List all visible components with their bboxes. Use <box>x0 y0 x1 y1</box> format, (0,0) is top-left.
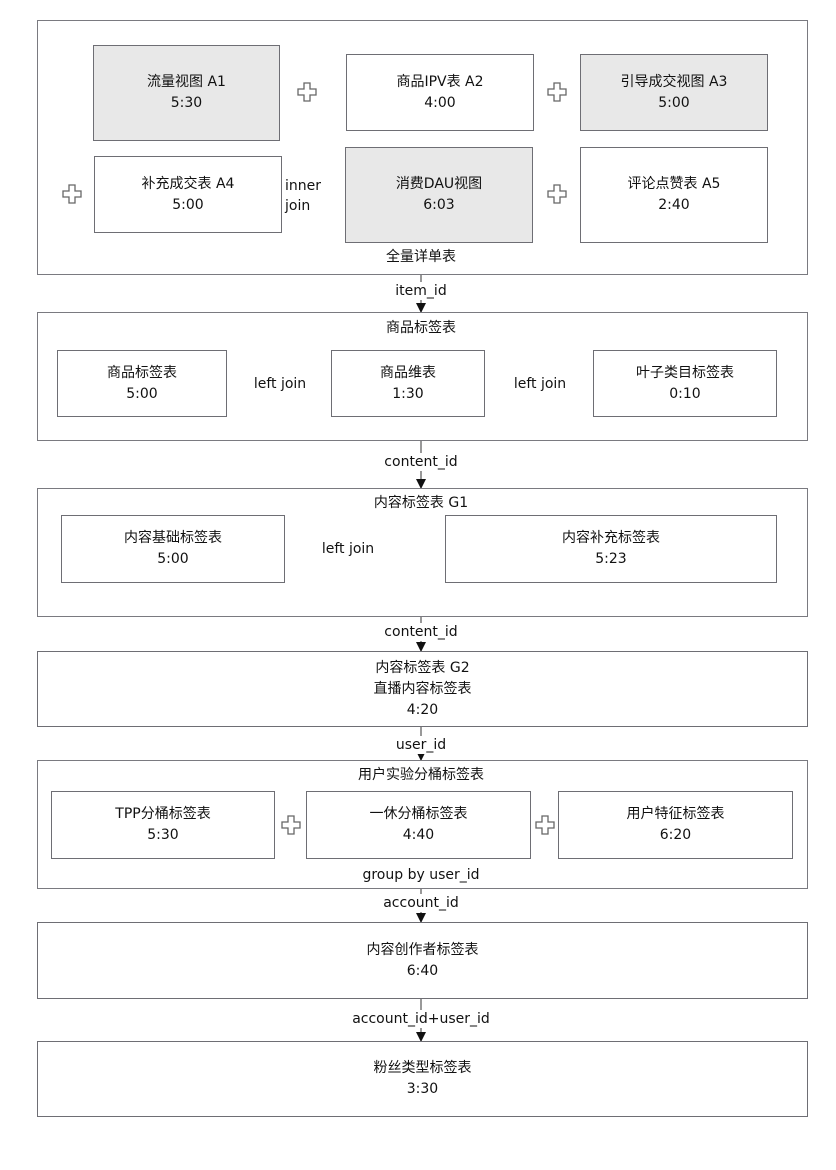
table-name: 流量视图 A1 <box>147 74 226 90</box>
plus-icon <box>297 82 317 102</box>
table-node-tpp-bucket[interactable]: TPP分桶标签表 5:30 <box>51 791 275 859</box>
join-label: left join <box>252 375 308 393</box>
table-node-a3[interactable]: 引导成交视图 A3 5:00 <box>580 54 768 131</box>
table-title: 粉丝类型标签表 <box>373 1060 472 1076</box>
connector-label-content-id: content_id <box>383 453 459 471</box>
table-title: 内容标签表 G2 <box>375 659 470 676</box>
table-time: 5:00 <box>157 551 189 567</box>
table-node-user-feature[interactable]: 用户特征标签表 6:20 <box>558 791 793 859</box>
table-node-a2[interactable]: 商品IPV表 A2 4:00 <box>346 54 534 131</box>
table-name: 用户特征标签表 <box>626 806 725 822</box>
table-node-content-base[interactable]: 内容基础标签表 5:00 <box>61 515 285 583</box>
group-footer-label: 全量详单表 <box>386 249 456 265</box>
table-name: 消费DAU视图 <box>395 176 483 192</box>
connector-label-account-user-id: account_id+user_id <box>351 1010 491 1028</box>
join-label: left join <box>512 375 568 393</box>
table-name: 商品IPV表 A2 <box>396 73 484 90</box>
connector-label-user-id: user_id <box>394 736 448 754</box>
table-node-product-dim[interactable]: 商品维表 1:30 <box>331 350 485 417</box>
table-name: 叶子类目标签表 <box>636 364 734 381</box>
table-title: 内容创作者标签表 <box>366 941 479 958</box>
table-node-content-supplement[interactable]: 内容补充标签表 5:23 <box>445 515 777 583</box>
table-time: 5:00 <box>658 94 690 111</box>
table-name: 商品维表 <box>380 364 436 381</box>
table-time: 5:00 <box>126 385 158 402</box>
table-node-yixiu-bucket[interactable]: 一休分桶标签表 4:40 <box>306 791 531 859</box>
group-title: 内容标签表 G1 <box>373 495 469 511</box>
table-name: 引导成交视图 A3 <box>620 73 728 90</box>
table-time: 2:40 <box>658 197 690 213</box>
table-time: 5:30 <box>170 95 203 111</box>
table-time: 5:23 <box>595 551 627 567</box>
table-name: TPP分桶标签表 <box>115 806 211 822</box>
group-title: 商品标签表 <box>386 320 456 336</box>
table-node-leaf-category[interactable]: 叶子类目标签表 0:10 <box>593 350 777 417</box>
plus-icon <box>547 82 567 102</box>
group-footer-label: group by user_id <box>362 867 480 883</box>
table-node-a1[interactable]: 流量视图 A1 5:30 <box>93 45 280 141</box>
table-time: 4:20 <box>406 701 439 718</box>
table-node-dau[interactable]: 消费DAU视图 6:03 <box>345 147 533 243</box>
content-tag-g2-node[interactable]: 内容标签表 G2 直播内容标签表 4:20 <box>37 651 808 727</box>
join-label-join: join <box>285 198 311 214</box>
fan-type-tag-node[interactable]: 粉丝类型标签表 3:30 <box>37 1041 808 1117</box>
plus-icon <box>535 815 555 835</box>
table-time: 6:40 <box>406 962 439 979</box>
table-name: 一休分桶标签表 <box>369 806 468 822</box>
table-name: 补充成交表 A4 <box>141 175 235 192</box>
table-name: 商品标签表 <box>107 364 177 381</box>
table-time: 4:00 <box>424 94 456 111</box>
group-title: 用户实验分桶标签表 <box>358 767 484 783</box>
content-creator-tag-node[interactable]: 内容创作者标签表 6:40 <box>37 922 808 999</box>
plus-icon <box>547 184 567 204</box>
table-name: 评论点赞表 A5 <box>627 176 721 192</box>
join-label: left join <box>320 540 376 558</box>
table-name: 内容补充标签表 <box>562 530 660 546</box>
table-time: 0:10 <box>669 385 701 402</box>
table-time: 1:30 <box>392 385 424 402</box>
table-time: 5:00 <box>172 196 204 213</box>
connector-label-item-id: item_id <box>394 282 448 300</box>
plus-icon <box>62 184 82 204</box>
plus-icon <box>281 815 301 835</box>
table-subtitle: 直播内容标签表 <box>373 680 472 697</box>
connector-label-account-id: account_id <box>382 894 460 912</box>
join-label-inner: inner <box>285 178 322 194</box>
table-node-product-tag[interactable]: 商品标签表 5:00 <box>57 350 227 417</box>
table-time: 5:30 <box>147 827 179 843</box>
table-node-a5[interactable]: 评论点赞表 A5 2:40 <box>580 147 768 243</box>
table-time: 6:03 <box>423 197 455 213</box>
table-time: 4:40 <box>402 827 435 843</box>
table-time: 6:20 <box>659 827 692 843</box>
connector-label-content-id: content_id <box>383 623 459 641</box>
table-node-a4[interactable]: 补充成交表 A4 5:00 <box>94 156 282 233</box>
table-time: 3:30 <box>406 1081 439 1097</box>
table-name: 内容基础标签表 <box>124 530 222 546</box>
